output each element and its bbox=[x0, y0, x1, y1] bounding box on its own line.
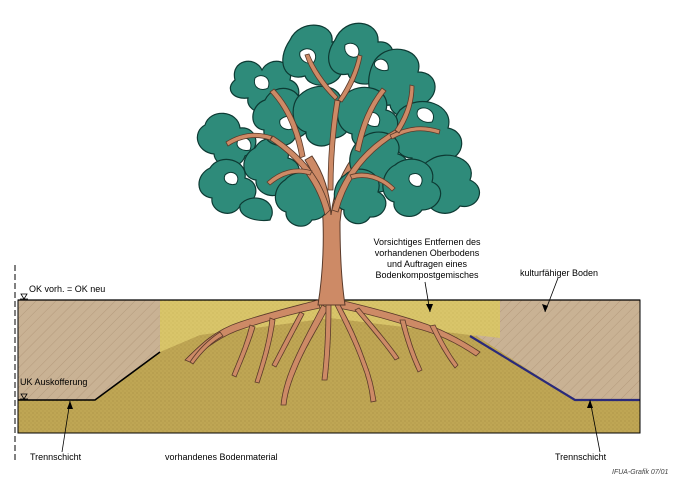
planting-note-line-3: und Auftragen eines bbox=[352, 259, 502, 270]
planting-note-line-1: Vorsichtiges Entfernen des bbox=[352, 237, 502, 248]
existing-soil-label: vorhandenes Bodenmaterial bbox=[165, 452, 278, 463]
separation-label-right: Trennschicht bbox=[555, 452, 606, 463]
ok-level-label: OK vorh. = OK neu bbox=[29, 284, 105, 295]
planting-note-line-4: Bodenkompostgemisches bbox=[352, 270, 502, 281]
ok-level-marker bbox=[21, 294, 27, 299]
uk-level-label: UK Auskofferung bbox=[20, 377, 87, 388]
planting-note: Vorsichtiges Entfernen des vorhandenen O… bbox=[352, 237, 502, 281]
credit-label: IFUA-Grafik 07/01 bbox=[612, 467, 668, 478]
planting-note-line-2: vorhandenen Oberbodens bbox=[352, 248, 502, 259]
cultivable-soil-label: kulturfähiger Boden bbox=[520, 268, 598, 279]
separation-label-left: Trennschicht bbox=[30, 452, 81, 463]
